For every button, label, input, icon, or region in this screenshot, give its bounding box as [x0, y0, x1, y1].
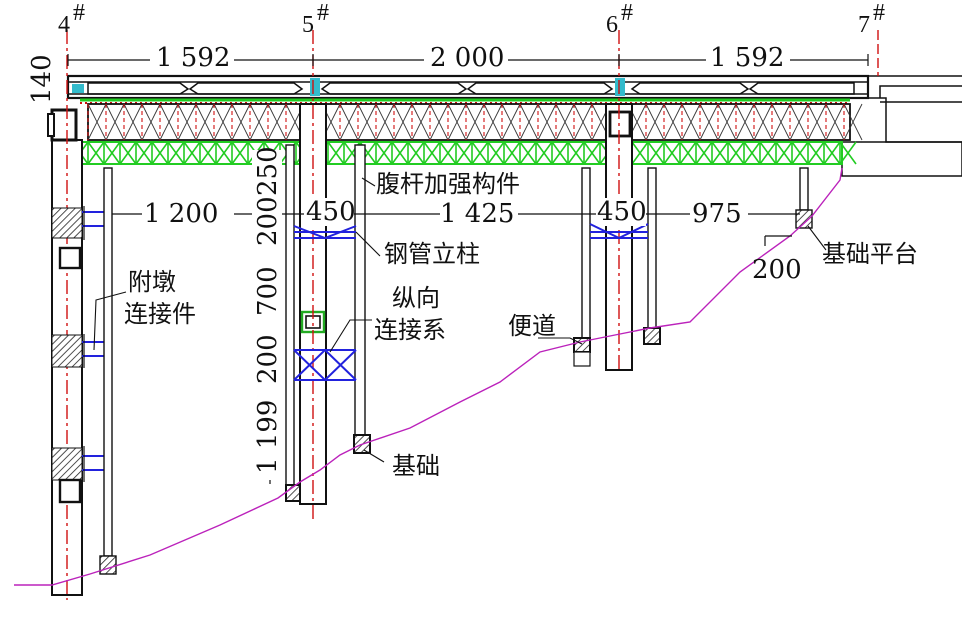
dim-v-1199: 1 199 — [253, 400, 283, 474]
dim-span-mid: 2 000 — [430, 43, 504, 73]
dim-v-250: 250 — [253, 146, 283, 196]
dim-v-700: 700 — [253, 266, 283, 316]
pier-label-4: 4 — [58, 12, 70, 38]
leader-lines — [93, 177, 827, 463]
label-foundation-platform: 基础平台 — [822, 240, 918, 268]
dim-200-base: 200 — [752, 255, 802, 285]
label-steel-pipe: 钢管立柱 — [384, 240, 480, 268]
pier-label-6: 6 — [606, 12, 618, 38]
ground-line — [14, 167, 843, 586]
falsework-cross-bracing — [87, 103, 863, 141]
pier-mark-5: # — [317, 0, 329, 26]
dim-1200: 1 200 — [144, 199, 218, 229]
pier-6-bracing — [589, 223, 649, 240]
pier-5-bracing — [293, 225, 357, 382]
label-pier-conn-1: 附墩 — [128, 268, 176, 296]
label-long-conn-1: 纵向 — [392, 284, 440, 312]
label-access-road: 便道 — [508, 312, 556, 340]
pier-mark-6: # — [621, 0, 633, 26]
dim-span-right: 1 592 — [710, 43, 784, 73]
label-pier-conn-2: 连接件 — [124, 300, 196, 328]
dimension-lines — [67, 54, 869, 484]
dim-975: 975 — [692, 199, 742, 229]
pier-mark-7: # — [873, 0, 885, 26]
label-foundation: 基础 — [392, 452, 440, 480]
deck-accent-marks — [72, 78, 625, 96]
pier-label-7: 7 — [858, 12, 870, 38]
distribution-beam — [80, 98, 850, 104]
dim-v-200-a: 200 — [253, 196, 283, 246]
dim-450-a: 450 — [306, 197, 356, 227]
dim-beam-depth: 140 — [27, 54, 57, 104]
dim-v-200-b: 200 — [253, 334, 283, 384]
pier-mark-4: # — [73, 0, 85, 26]
label-web-member: 腹杆加强构件 — [376, 170, 520, 198]
dim-span-left: 1 592 — [156, 43, 230, 73]
steel-column-1 — [99, 167, 117, 575]
pier-attach-brackets — [51, 206, 104, 504]
dim-1425: 1 425 — [440, 199, 514, 229]
label-long-conn-2: 连接系 — [374, 316, 446, 344]
pier-label-5: 5 — [302, 12, 314, 38]
bailey-truss-lattice — [55, 141, 857, 165]
dim-450-b: 450 — [597, 197, 647, 227]
